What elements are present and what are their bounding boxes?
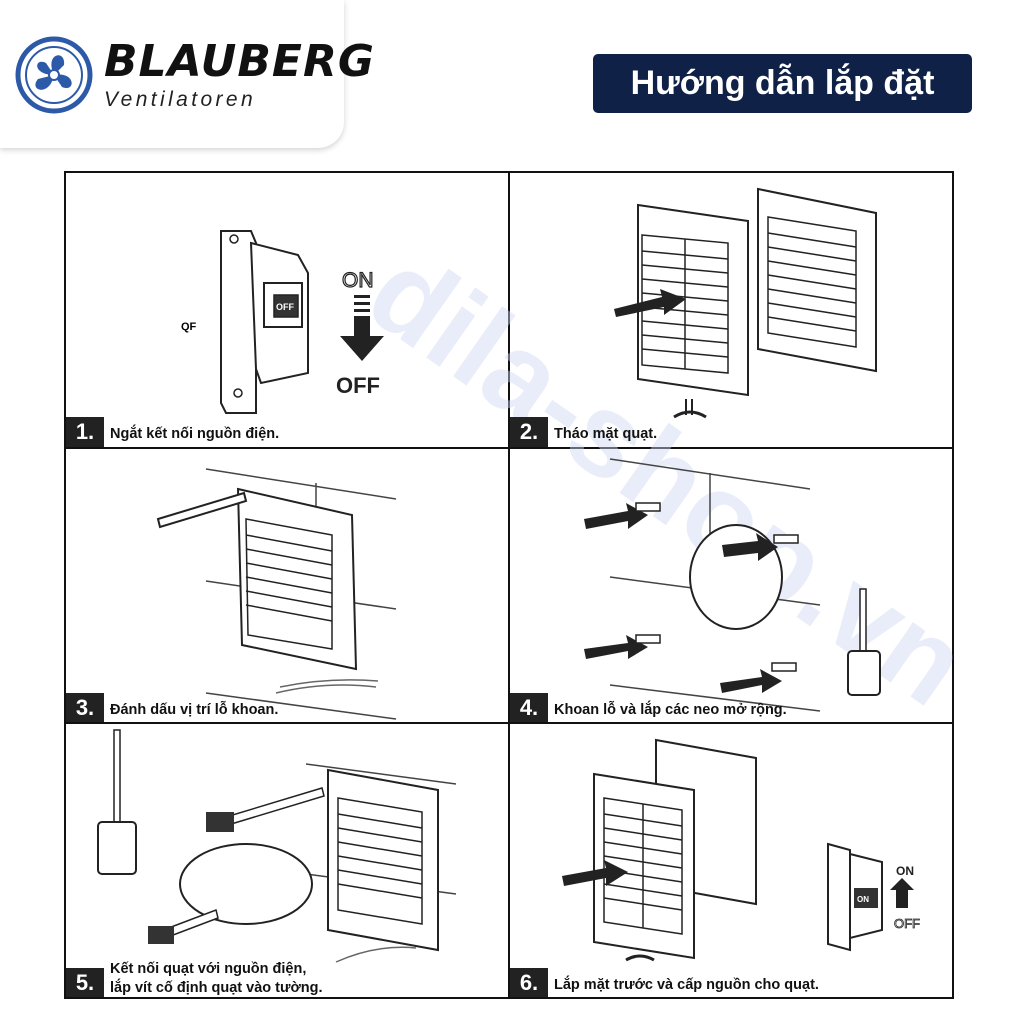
step-3-number: 3. <box>66 693 104 722</box>
step-4-text: Khoan lỗ và lắp các neo mở rộng. <box>554 702 787 718</box>
step-1-text: Ngắt kết nối nguồn điện. <box>110 426 280 442</box>
fan-logo-icon <box>15 36 93 114</box>
step-4-panel: 4. Khoan lỗ và lắp các neo mở rộng. <box>510 449 952 722</box>
grid-divider-row1 <box>64 447 954 449</box>
grid-divider-row2 <box>64 722 954 724</box>
step-6-number: 6. <box>510 968 548 997</box>
step-5-text-line1: Kết nối quạt với nguồn điện, <box>110 961 307 977</box>
step-5-text-line2: lắp vít cố định quạt vào tường. <box>110 980 323 996</box>
step-1-number: 1. <box>66 417 104 447</box>
attach-grille-power-on-illustration: ON ON OFF <box>562 738 920 962</box>
drill-and-anchors-illustration <box>584 458 881 712</box>
mark-drill-holes-illustration <box>156 468 397 720</box>
svg-text:QF: QF <box>181 321 197 333</box>
svg-text:ON: ON <box>342 269 374 292</box>
step-6-panel: ON ON OFF 6. Lắp mặt trước và cấp nguồn … <box>510 724 952 997</box>
svg-text:OFF: OFF <box>276 302 294 312</box>
step-5-panel: 5. Kết nối quạt với nguồn điện, lắp vít … <box>66 724 508 997</box>
remove-grille-illustration <box>614 187 877 419</box>
step-6-text: Lắp mặt trước và cấp nguồn cho quạt. <box>554 977 819 993</box>
svg-text:OFF: OFF <box>336 373 380 398</box>
step-5-number: 5. <box>66 968 104 997</box>
step-2-panel: 2. Tháo mặt quạt. <box>510 173 952 447</box>
step-3-text: Đánh dấu vị trí lỗ khoan. <box>110 702 279 718</box>
circuit-breaker-illustration: OFF QF ON OFF <box>181 230 384 414</box>
svg-text:ON: ON <box>896 864 914 878</box>
step-2-number: 2. <box>510 417 548 447</box>
step-1-panel: OFF QF ON OFF 1. Ngắt kết nối nguồn điện… <box>66 173 508 447</box>
page-title: Hướng dẫn lắp đặt <box>593 54 972 113</box>
step-2-text: Tháo mặt quạt. <box>554 426 658 442</box>
connect-and-screw-illustration <box>97 729 457 963</box>
brand-name: BLAUBERG <box>104 36 375 87</box>
brand-subtitle: Ventilatoren <box>104 88 257 111</box>
step-4-number: 4. <box>510 693 548 722</box>
brand-header: BLAUBERG Ventilatoren <box>0 0 374 148</box>
grid-divider-vertical <box>508 171 510 999</box>
svg-text:ON: ON <box>857 895 869 904</box>
svg-text:OFF: OFF <box>894 916 920 931</box>
step-3-panel: 3. Đánh dấu vị trí lỗ khoan. <box>66 449 508 722</box>
